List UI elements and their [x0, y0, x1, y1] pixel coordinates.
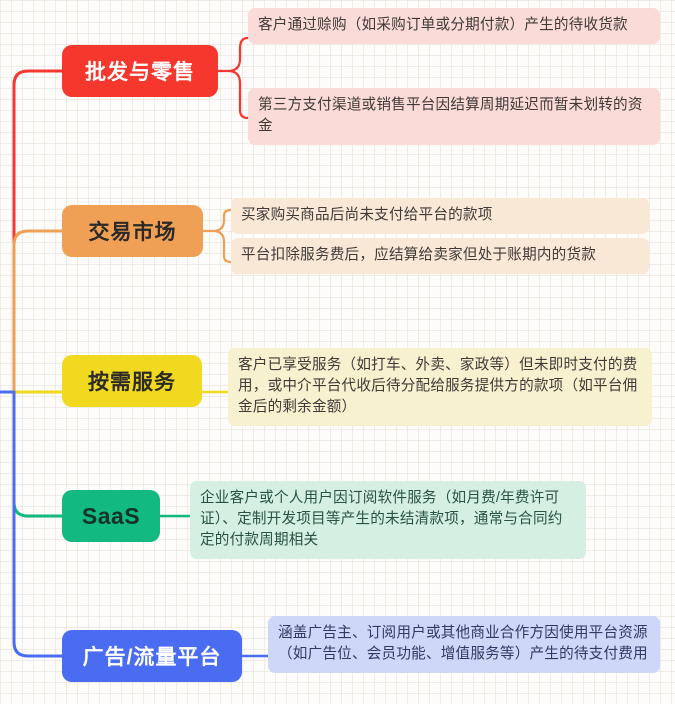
branch-connector-topic-4: [12, 390, 64, 658]
topic-node-wholesale-retail[interactable]: 批发与零售: [62, 45, 218, 97]
topic-node-advertising-traffic-platform[interactable]: 广告/流量平台: [62, 630, 242, 682]
leaf-node-wholesale-retail-2[interactable]: 第三方支付渠道或销售平台因结算周期延迟而暂未划转的资金: [248, 88, 660, 146]
leaf-connector-topic-0: [216, 36, 250, 120]
topic-label: SaaS: [81, 502, 141, 529]
topic-label: 交易市场: [88, 221, 177, 244]
topic-label: 广告/流量平台: [82, 646, 222, 669]
leaf-node-marketplace-1[interactable]: 买家购买商品后尚未支付给平台的款项: [231, 198, 649, 235]
leaf-node-saas-1[interactable]: 企业客户或个人用户因订阅软件服务（如月费/年费许可证）、定制开发项目等产生的未结…: [190, 481, 586, 560]
leaf-node-advertising-traffic-platform-1[interactable]: 涵盖广告主、订阅用户或其他商业合作方因使用平台资源（如广告位、会员功能、增值服务…: [268, 616, 660, 674]
branch-connector-topic-1: [12, 229, 64, 394]
topic-node-on-demand-services[interactable]: 按需服务: [62, 355, 202, 407]
branch-connector-topic-0: [12, 69, 64, 394]
topic-label: 批发与零售: [85, 61, 195, 84]
topic-label: 按需服务: [88, 371, 176, 394]
leaf-node-on-demand-services-1[interactable]: 客户已享受服务（如打车、外卖、家政等）但未即时支付的费用，或中介平台代收后待分配…: [228, 348, 652, 427]
branch-connector-topic-3: [12, 390, 64, 518]
leaf-node-wholesale-retail-1[interactable]: 客户通过赊购（如采购订单或分期付款）产生的待收货款: [248, 8, 660, 45]
topic-node-saas[interactable]: SaaS: [62, 490, 160, 542]
leaf-node-marketplace-2[interactable]: 平台扣除服务费后，应结算给卖家但处于账期内的货款: [231, 238, 649, 275]
topic-node-marketplace[interactable]: 交易市场: [62, 205, 203, 257]
leaf-connector-topic-1: [201, 208, 233, 264]
